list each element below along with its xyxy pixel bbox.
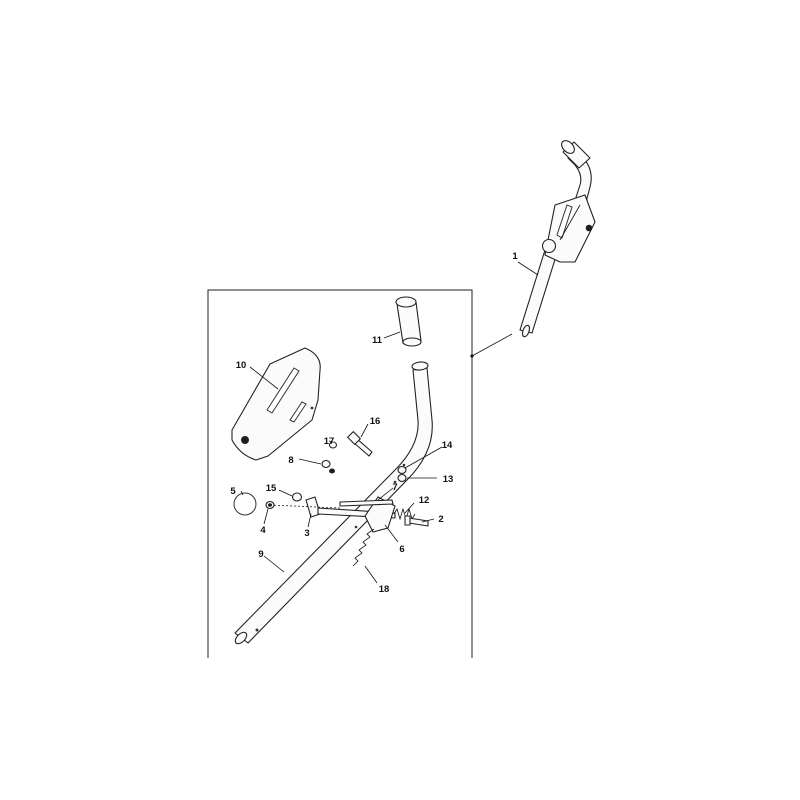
washer-15 bbox=[291, 492, 303, 502]
main-handle-tube bbox=[234, 361, 433, 645]
callout-16: 16 bbox=[370, 416, 381, 427]
callout-3: 3 bbox=[304, 528, 309, 539]
callout-10: 10 bbox=[236, 360, 247, 371]
detail-pointer-dot bbox=[470, 354, 474, 358]
callout-18: 18 bbox=[379, 584, 390, 595]
washer-14 bbox=[397, 465, 407, 475]
lever-rod bbox=[317, 496, 429, 533]
grip bbox=[395, 296, 422, 347]
callout-8: 8 bbox=[288, 455, 293, 466]
callout-14: 14 bbox=[442, 440, 453, 451]
callout-2: 2 bbox=[438, 514, 443, 525]
callout-15: 15 bbox=[266, 483, 277, 494]
callout-7: 7 bbox=[392, 482, 397, 493]
callout-11: 11 bbox=[372, 335, 383, 346]
leader-lines bbox=[240, 261, 539, 584]
callout-1: 1 bbox=[512, 251, 518, 262]
callout-9: 9 bbox=[258, 549, 263, 560]
bolt-upper bbox=[347, 431, 373, 457]
knob-ball bbox=[233, 492, 257, 516]
detail-frame bbox=[207, 289, 473, 658]
handle-assembly bbox=[519, 140, 596, 338]
callout-13: 13 bbox=[443, 474, 454, 485]
nut-17 bbox=[328, 441, 338, 449]
assembly-axis bbox=[269, 504, 341, 509]
guard-cover bbox=[231, 347, 321, 461]
callout-5: 5 bbox=[230, 486, 236, 497]
callout-4: 4 bbox=[260, 525, 266, 536]
nut-8 bbox=[329, 468, 335, 474]
spring-pin bbox=[352, 528, 375, 567]
callout-6: 6 bbox=[399, 544, 404, 555]
washer-8 bbox=[321, 459, 331, 469]
nut-13 bbox=[397, 473, 407, 483]
callout-17: 17 bbox=[324, 436, 335, 447]
callout-12: 12 bbox=[419, 495, 430, 506]
detail-pointer-line bbox=[471, 333, 513, 357]
